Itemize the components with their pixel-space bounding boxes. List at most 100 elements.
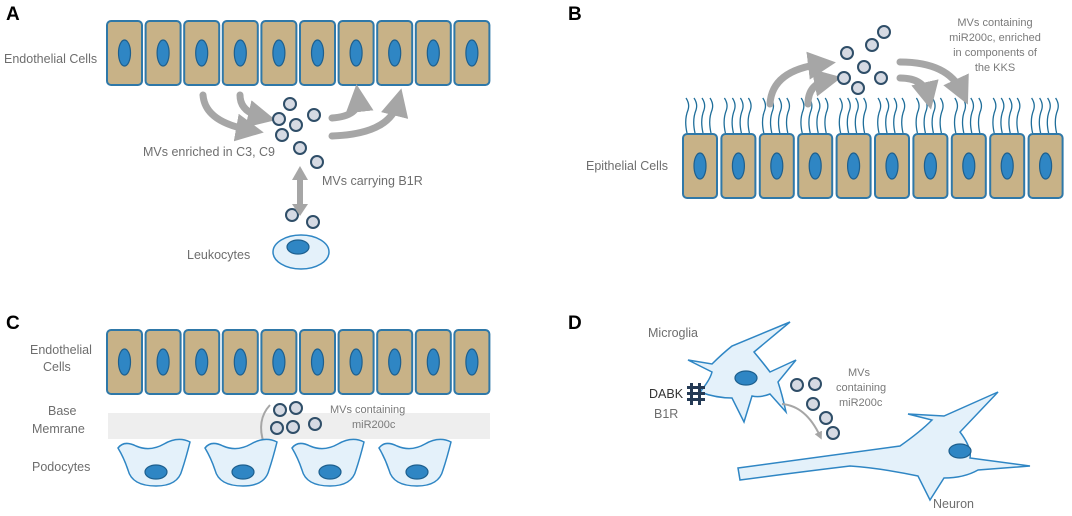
cilium: [923, 97, 928, 134]
arrow-down-head: [292, 204, 308, 216]
cell-nucleus: [272, 348, 286, 376]
epithelial-cells-label: Epithelial Cells: [586, 159, 668, 173]
mvs-mir200c-kks-label: MVs containing miR200c, enriched in comp…: [949, 17, 1041, 74]
cilium: [785, 97, 791, 134]
vesicle: [877, 25, 891, 39]
cilium: [1054, 97, 1059, 134]
cell-nucleus: [426, 348, 440, 376]
microglia-label: Microglia: [648, 326, 698, 340]
cilium: [800, 97, 805, 134]
vesicle-cluster-a: [272, 97, 324, 229]
vesicle: [272, 112, 286, 126]
cell-nucleus: [426, 39, 440, 67]
vesicle: [275, 128, 289, 142]
podocyte-cell: [204, 438, 278, 487]
cilium: [824, 97, 829, 134]
cilium: [816, 97, 821, 134]
cell-nucleus: [388, 348, 402, 376]
vesicle: [289, 118, 303, 132]
leukocyte-nucleus: [286, 239, 310, 255]
cell-nucleus: [310, 39, 325, 67]
cilium: [1038, 97, 1043, 134]
panel-d: D Microglia DABK B1R Neuron MVs containi…: [568, 313, 1031, 511]
dabk-label: DABK: [649, 387, 684, 401]
vesicle: [308, 417, 322, 431]
cilium: [747, 97, 752, 134]
panel-letter-d: D: [568, 313, 582, 334]
arrow-up-to-mvs-2: [804, 69, 842, 108]
podocyte-nucleus: [231, 464, 255, 480]
cell-nucleus: [465, 348, 479, 376]
vesicle: [310, 155, 324, 169]
arrow-to-mvs-1: [199, 91, 264, 142]
vesicle: [286, 420, 300, 434]
cilium: [977, 97, 983, 134]
b1r-receptor-icon: [687, 383, 705, 405]
mvs-mir200c-label-line: miR200c: [352, 419, 396, 431]
cell-nucleus: [808, 152, 822, 180]
cell-nucleus: [233, 348, 247, 376]
vesicle: [819, 411, 833, 425]
cell-nucleus: [117, 39, 132, 67]
vesicle: [283, 97, 297, 111]
arrow-up-to-mvs-1: [766, 51, 836, 108]
cilium: [931, 97, 936, 134]
panel-c: C Endothelial Cells Base Memrane Podocyt…: [6, 313, 491, 487]
microglia-nucleus: [734, 370, 758, 386]
arrow-from-mvs-1: [328, 84, 374, 122]
cilium: [701, 97, 706, 134]
cilium: [915, 97, 920, 134]
podocytes-label: Podocytes: [32, 460, 90, 474]
neuron-cell: [737, 391, 1031, 502]
vesicle: [790, 378, 804, 392]
vesicle: [840, 46, 854, 60]
panel-a: A Endothelial Cells MVs enriched in C3, …: [4, 4, 491, 270]
cell-nucleus: [693, 152, 707, 180]
cilium: [1030, 97, 1035, 134]
vesicle: [808, 377, 822, 391]
mvs-b1r-label: MVs carrying B1R: [322, 174, 423, 188]
cell-nucleus: [885, 152, 899, 180]
podocyte-cell: [378, 438, 452, 487]
cilium: [862, 97, 867, 134]
cell-nucleus: [310, 348, 325, 376]
mvs-label-line: miR200c: [839, 397, 883, 409]
vesicle: [806, 397, 820, 411]
cilium: [969, 97, 975, 134]
arrow-down-from-mvs-1: [896, 58, 969, 105]
cilium: [992, 97, 997, 134]
cilium: [723, 97, 728, 134]
panel-letter-c: C: [6, 313, 20, 334]
mvs-mir200c-label-line: MVs containing: [330, 404, 405, 416]
cell-nucleus: [156, 348, 170, 376]
label-line: MVs containing: [957, 17, 1032, 29]
vesicle: [851, 81, 865, 95]
podocyte-cell: [291, 438, 365, 487]
arrow-down-from-mvs-2: [896, 74, 939, 110]
cell-nucleus: [195, 348, 209, 376]
epithelial-cell-row: [682, 133, 1064, 199]
membrane-label-line: Memrane: [32, 422, 85, 436]
vesicle: [306, 215, 320, 229]
cell-nucleus: [233, 39, 247, 67]
arrow-to-neuron: [781, 403, 822, 440]
vesicle: [285, 208, 299, 222]
mvs-label-line: containing: [836, 382, 886, 394]
mvs-label-line: MVs: [848, 367, 871, 379]
panel-letter-b: B: [568, 4, 582, 25]
podocyte-nucleus: [144, 464, 168, 480]
cilium: [1008, 97, 1013, 134]
label-line: in components of: [953, 47, 1038, 59]
vesicle: [874, 71, 888, 85]
membrane-label-line: Base: [48, 404, 77, 418]
cell-nucleus: [731, 152, 746, 180]
vesicle: [826, 426, 840, 440]
cilium: [939, 97, 944, 134]
podocyte-nucleus: [405, 464, 429, 480]
label-line: the KKS: [975, 62, 1015, 74]
neuron-nucleus: [948, 443, 972, 459]
arrow-from-mvs-2: [328, 88, 409, 140]
cilium: [901, 97, 906, 134]
cilium: [953, 97, 959, 134]
vesicle-cluster-b: [837, 25, 891, 95]
